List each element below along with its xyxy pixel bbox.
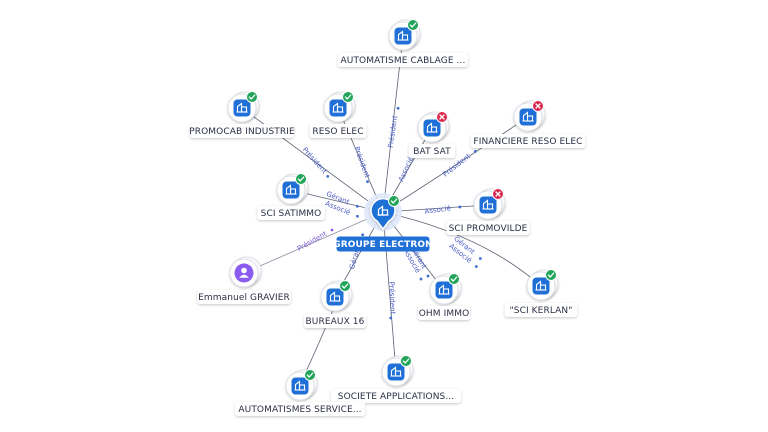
node-label-reso-elec[interactable]: RESO ELEC [309,124,367,138]
node-label-text: PROMOCAB INDUSTRIE [189,127,295,137]
node-label-bat-sat[interactable]: BAT SAT [408,144,456,158]
edge-label-emmanuel-gravier-0: Président [296,230,328,253]
edge-arrow-sci-satimmo-1 [355,214,359,218]
edge-label-sci-promovilde-0: Associé [424,204,451,216]
edge-arrow-sci-promovilde-0 [458,205,462,209]
node-label-sci-kerlan[interactable]: "SCI KERLAN" [504,303,578,317]
status-check-icon [339,280,351,292]
edge-arrow-emmanuel-gravier-0 [330,228,334,232]
company-icon [291,377,309,395]
status-check-icon [342,91,354,103]
node-financiere-reso-elec[interactable] [513,100,546,132]
edge-arrow-sci-kerlan-1 [474,265,478,268]
node-label-text: "SCI KERLAN" [510,306,573,316]
node-ohm-immo[interactable] [429,273,462,305]
status-closed-icon [492,188,504,200]
node-label-text: SCI PROMOVILDE [449,224,528,234]
edge-arrow-automatisme-cablage-0 [396,106,400,110]
edge-label-reso-elec-0: Président [353,146,372,180]
edge-arrow-societe-applications-0 [389,316,393,320]
node-label-sci-promovilde[interactable]: SCI PROMOVILDE [446,221,530,235]
company-icon [326,288,344,306]
node-emmanuel-gravier[interactable] [229,256,262,288]
node-label-text: BAT SAT [413,147,451,157]
edge-label-promocab-industrie-0: Président [301,146,329,176]
center-node[interactable] [364,193,402,231]
status-check-icon [304,369,316,381]
node-label-text: OHM IMMO [419,309,470,319]
company-icon [423,119,441,137]
node-societe-applications[interactable] [381,355,414,387]
node-label-automatisme-cablage[interactable]: AUTOMATISME CABLAGE ... [337,53,469,67]
center-node-layer: GROUPE ELECTRON [333,193,433,252]
edge-arrow-financiere-reso-elec-0 [473,150,477,153]
node-label-ohm-immo[interactable]: OHM IMMO [418,306,470,320]
edge-arrow-sci-satimmo-0 [355,204,359,208]
edge-label-bat-sat-0: Associé [397,155,415,182]
edge-arrow-sci-kerlan-0 [478,257,482,260]
node-label-text: SOCIETE APPLICATIONS... [338,392,454,402]
node-label-text: FINANCIERE RESO ELEC [473,137,582,147]
company-icon [282,181,300,199]
edge-arrow-promocab-industrie-0 [326,174,330,178]
edge-arrow-reso-elec-0 [366,180,369,184]
person-icon [234,263,254,283]
node-label-text: Emmanuel GRAVIER [198,293,290,303]
node-sci-promovilde[interactable] [473,188,506,220]
nodes-layer: AUTOMATISME CABLAGE ... PROMOCAB INDUSTRI… [189,19,586,416]
status-check-icon [545,269,557,281]
node-label-text: SCI SATIMMO [261,209,322,219]
company-icon [532,277,550,295]
node-label-text: AUTOMATISME CABLAGE ... [341,56,466,66]
node-label-text: BUREAUX 16 [306,317,365,327]
company-icon [387,363,405,381]
status-check-icon [407,19,419,31]
status-check-icon [448,273,460,285]
node-label-emmanuel-gravier[interactable]: Emmanuel GRAVIER [197,290,291,304]
edge-arrow-ohm-immo-0 [426,274,430,278]
status-closed-icon [436,111,448,123]
company-icon [519,108,537,126]
node-label-text: AUTOMATISMES SERVICE... [238,405,361,415]
node-promocab-industrie[interactable] [227,91,260,123]
edge-label-societe-applications-0: Président [387,281,396,314]
center-node-label[interactable]: GROUPE ELECTRON [333,236,433,252]
company-icon [329,99,347,117]
company-icon [377,205,389,216]
edge-arrow-bureaux-16-0 [361,233,365,237]
company-icon [435,281,453,299]
company-icon [479,196,497,214]
status-check-icon [295,173,307,185]
edge-promocab-industrie [241,107,384,213]
status-check-icon [400,355,412,367]
node-automatisme-cablage[interactable] [388,19,421,51]
status-closed-icon [532,100,544,112]
company-icon [233,99,251,117]
node-bureaux-16[interactable] [320,280,353,312]
node-label-promocab-industrie[interactable]: PROMOCAB INDUSTRIE [189,124,295,138]
node-label-financiere-reso-elec[interactable]: FINANCIERE RESO ELEC [470,134,586,148]
center-node-label-text: GROUPE ELECTRON [333,240,433,250]
node-label-bureaux-16[interactable]: BUREAUX 16 [303,314,367,328]
company-icon [394,27,412,45]
edge-label-automatisme-cablage-0: Président [387,115,400,149]
edge-arrow-ohm-immo-1 [419,277,423,281]
edge-automatismes-service [303,304,336,377]
status-check-icon [388,195,400,207]
node-label-sci-satimmo[interactable]: SCI SATIMMO [257,206,325,220]
node-label-text: RESO ELEC [312,127,363,137]
node-automatismes-service[interactable] [285,369,318,401]
node-reso-elec[interactable] [323,91,356,123]
status-check-icon [246,91,258,103]
edge-sci-kerlan [382,211,542,287]
node-label-societe-applications[interactable]: SOCIETE APPLICATIONS... [330,389,462,403]
node-bat-sat[interactable] [417,111,450,143]
node-label-automatismes-service[interactable]: AUTOMATISMES SERVICE... [234,402,366,416]
node-sci-kerlan[interactable] [526,269,559,301]
node-sci-satimmo[interactable] [276,173,309,205]
